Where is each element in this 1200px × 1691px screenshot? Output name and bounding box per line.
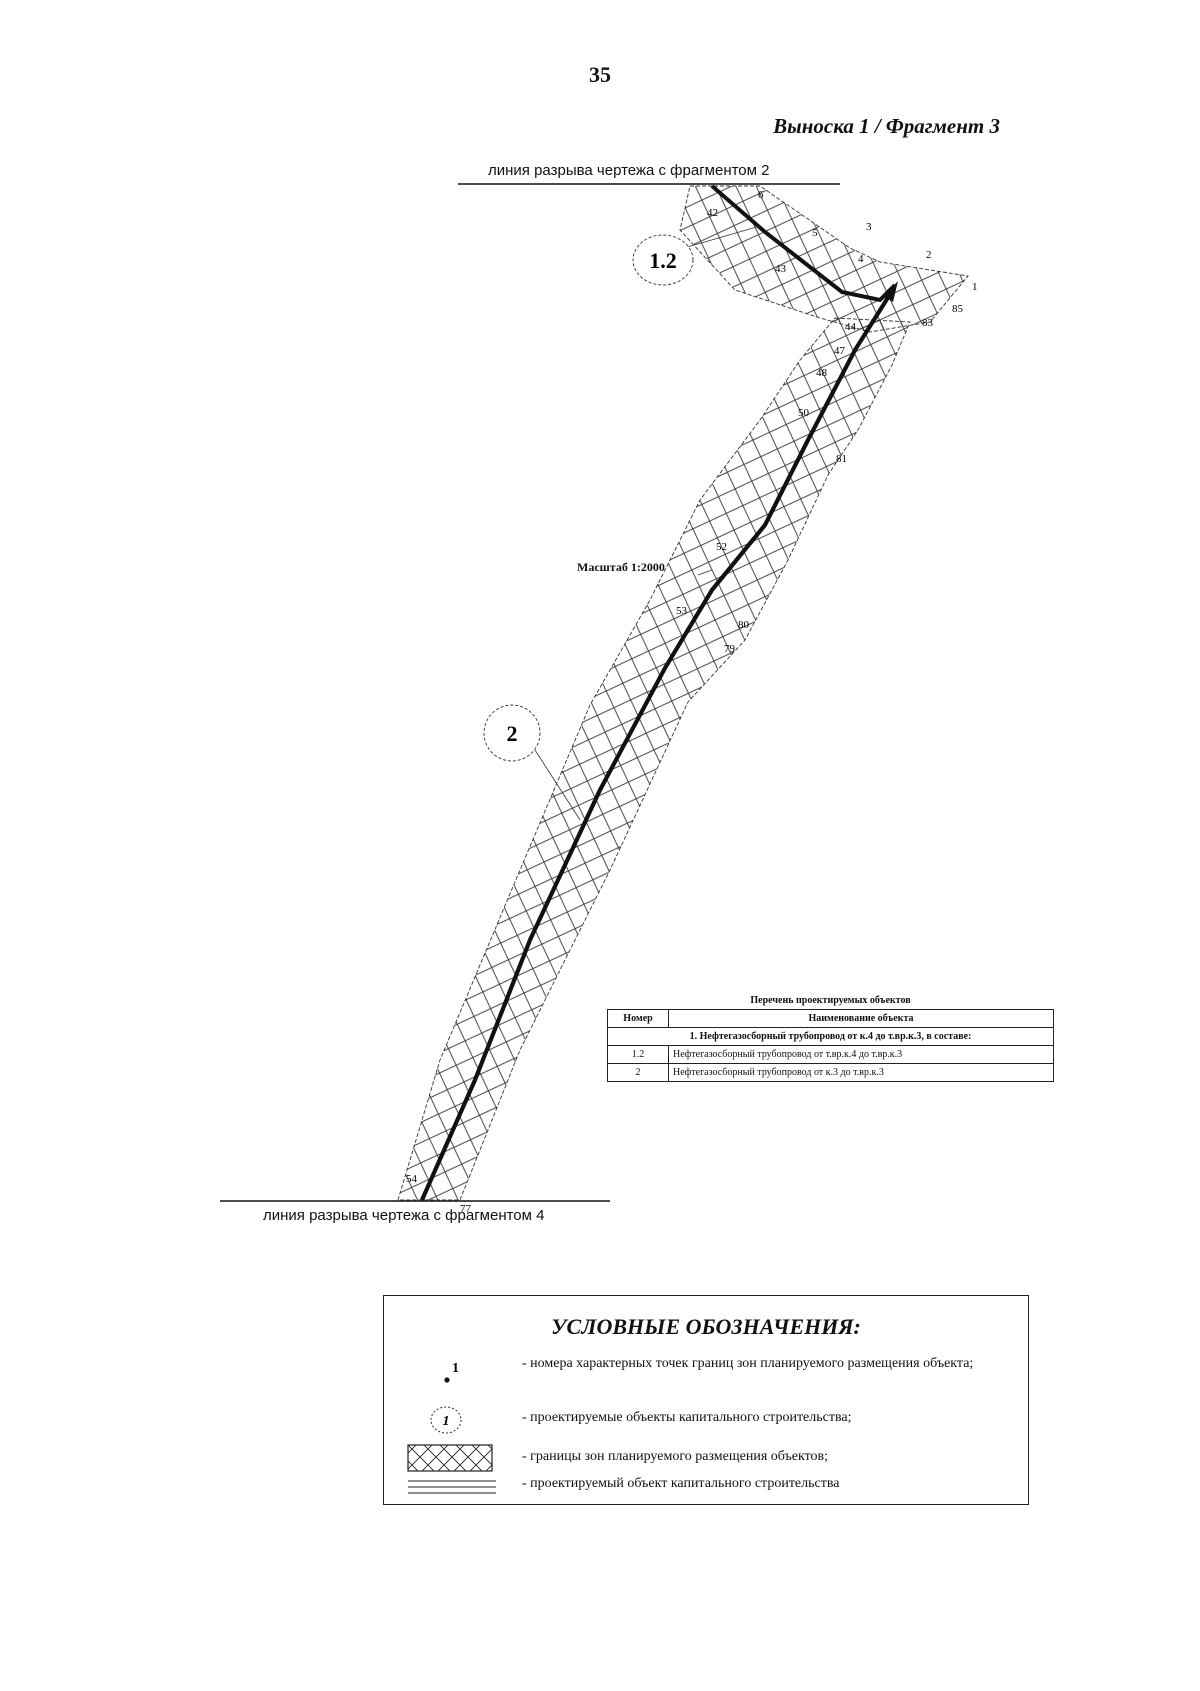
col-name-header: Наименование объекта: [668, 1009, 1054, 1028]
hatched-zone-icon: [404, 1441, 494, 1477]
legend-item-text: - номера характерных точек границ зон пл…: [522, 1356, 974, 1371]
break-line-bottom-label: линия разрыва чертежа с фрагментом 4: [263, 1207, 545, 1224]
point-42: 42: [707, 207, 718, 219]
table-row: 2 Нефтегазосборный трубопровод от к.3 до…: [607, 1063, 1054, 1082]
objects-group-row: 1. Нефтегазосборный трубопровод от к.4 д…: [607, 1027, 1054, 1046]
point-54: 54: [406, 1173, 418, 1185]
object-label-2: 2: [507, 721, 518, 746]
point-81: 81: [836, 453, 847, 465]
row-name: Нефтегазосборный трубопровод от к.3 до т…: [668, 1063, 1054, 1082]
point-43: 43: [775, 263, 787, 275]
point-number-icon: 1: [404, 1354, 494, 1390]
leader-scale: [697, 569, 713, 576]
point-85: 85: [952, 303, 964, 315]
col-number-header: Номер: [607, 1009, 669, 1028]
break-line-top-label: линия разрыва чертежа с фрагментом 2: [488, 162, 770, 179]
pipeline-2: [420, 286, 896, 1201]
leader-1-2: [676, 225, 761, 251]
table-row: 1.2 Нефтегазосборный трубопровод от т.вр…: [607, 1045, 1054, 1064]
object-label-1-2: 1.2: [649, 248, 677, 273]
point-77: 77: [460, 1203, 472, 1215]
point-4: 4: [858, 253, 864, 265]
legend: УСЛОВНЫЕ ОБОЗНАЧЕНИЯ: 1 - номера характе…: [383, 1295, 1029, 1505]
pipeline-arrow: [884, 281, 898, 302]
point-53: 53: [676, 605, 688, 617]
leader-2: [534, 749, 581, 821]
row-number: 2: [607, 1063, 669, 1082]
point-50: 50: [798, 407, 810, 419]
scale-label: Масштаб 1:2000: [577, 560, 665, 574]
object-marker-1-2: [632, 234, 694, 286]
page-number: 35: [589, 62, 611, 87]
point-2: 2: [926, 249, 932, 261]
legend-title: УСЛОВНЫЕ ОБОЗНАЧЕНИЯ:: [551, 1314, 861, 1339]
point-83: 83: [922, 317, 934, 329]
callout-title: Выноска 1 / Фрагмент 3: [773, 114, 1000, 138]
point-47: 47: [834, 345, 846, 357]
row-number: 1.2: [607, 1045, 669, 1064]
point-52: 52: [716, 541, 727, 553]
zone-boundary-top: [679, 185, 969, 333]
object-marker-2: [483, 704, 541, 762]
point-44: 44: [845, 321, 857, 333]
legend-item-text: - проектируемые объекты капитального стр…: [522, 1410, 852, 1425]
legend-object-symbol: 1: [443, 1414, 450, 1429]
object-circle-icon: 1: [404, 1406, 494, 1442]
point-labels: 6 42 5 3 2 4 43 1 85 83 44 47 48 50 81 5…: [406, 189, 978, 1215]
pipeline-line-icon: [404, 1476, 496, 1512]
row-name: Нефтегазосборный трубопровод от т.вр.к.4…: [668, 1045, 1054, 1064]
legend-item-text: - границы зон планируемого размещения об…: [522, 1449, 829, 1464]
legend-point-symbol: 1: [452, 1361, 459, 1376]
point-6: 6: [758, 189, 764, 201]
point-79: 79: [724, 643, 736, 655]
point-1: 1: [972, 281, 978, 293]
objects-table-caption: Перечень проектируемых объектов: [750, 995, 911, 1006]
point-80: 80: [738, 619, 750, 631]
legend-item-text: - проектируемый объект капитального стро…: [522, 1476, 840, 1491]
objects-table: Перечень проектируемых объектов Номер На…: [607, 995, 1054, 1082]
zone-boundary-main: [397, 317, 911, 1201]
point-5: 5: [812, 227, 818, 239]
point-48: 48: [816, 367, 828, 379]
point-3: 3: [866, 221, 872, 233]
